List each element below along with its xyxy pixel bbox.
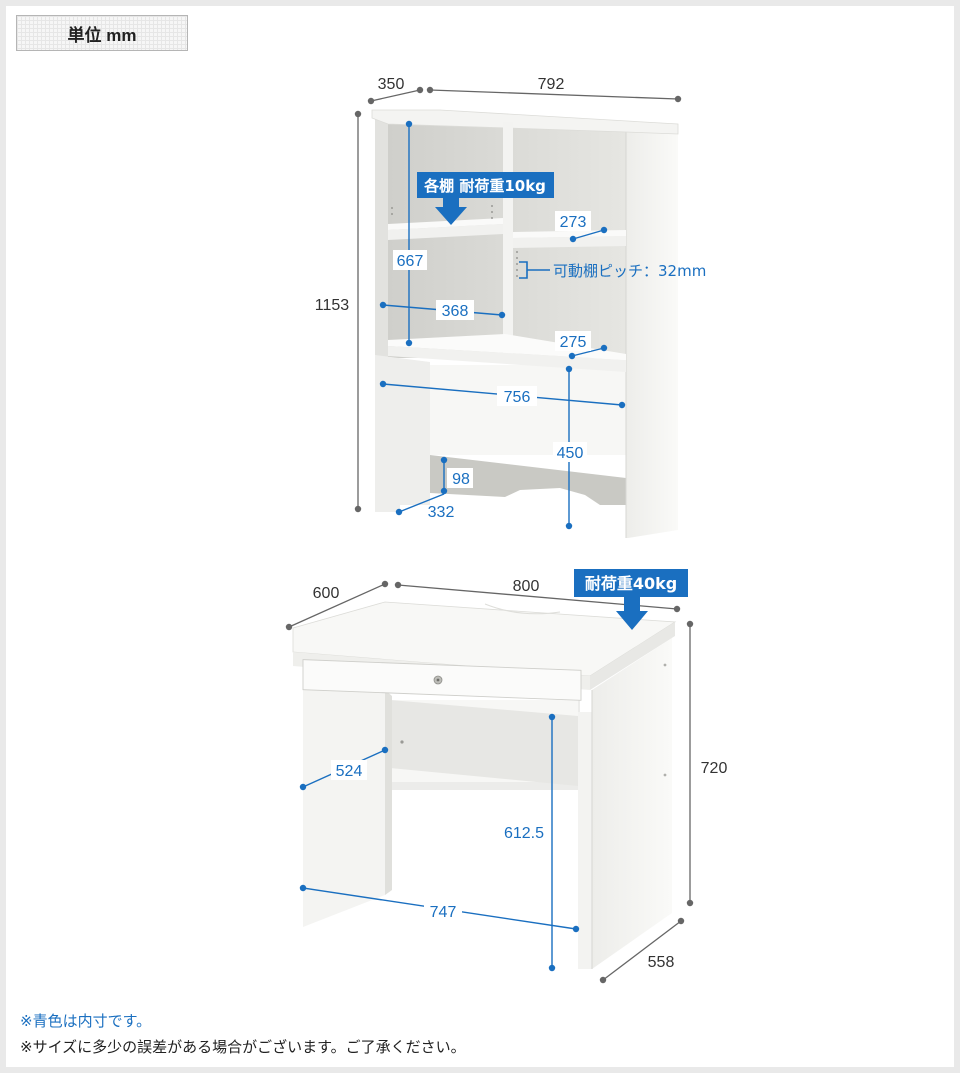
disclaimer-note: ※サイズに多少の誤差がある場合がございます。ご了承ください。: [20, 1038, 466, 1056]
desk-height-label: 720: [701, 760, 728, 777]
desk-label-backgrounds: [331, 760, 550, 921]
hutch-illustration: [371, 109, 679, 538]
desk-depth-label: 600: [313, 585, 340, 602]
hutch-rear-panel-label: 98: [452, 471, 470, 488]
desk-leg-depth-label: 558: [648, 954, 675, 971]
desk-width-label: 800: [513, 578, 540, 595]
hutch-inner-height-label: 667: [397, 253, 424, 270]
hutch-leg-height-label: 450: [557, 445, 584, 462]
hutch-inner-bottom-width-label: 756: [504, 389, 531, 406]
desk-knee-height-label: 612.5: [504, 825, 544, 842]
hutch-depth-label: 350: [378, 76, 405, 93]
desk-illustration: [292, 601, 677, 969]
desk-inner-depth-label: 524: [336, 763, 363, 780]
hutch-height-label: 1153: [315, 297, 350, 314]
shelf-pitch-label: 可動棚ピッチ：32mm: [553, 262, 706, 280]
inner-dims-note: ※青色は内寸です。: [20, 1012, 152, 1030]
shelf-load-badge: 各棚 耐荷重10kg: [417, 172, 554, 225]
unit-label: 単位 mm: [67, 25, 137, 45]
hutch-leg-depth-label: 332: [428, 504, 455, 521]
hutch-width-label: 792: [538, 76, 565, 93]
hutch-label-backgrounds: [393, 211, 591, 488]
hutch-left-width-label: 368: [442, 303, 469, 320]
desk-load-label: 耐荷重40kg: [585, 574, 677, 593]
desk-inner-width-label: 747: [430, 904, 457, 921]
desk-load-badge: 耐荷重40kg: [574, 569, 688, 630]
unit-label-box: 単位 mm: [16, 15, 188, 51]
hutch-upper-depth-label: 273: [560, 214, 587, 231]
shelf-load-label: 各棚 耐荷重10kg: [423, 177, 546, 195]
hutch-lower-depth-label: 275: [560, 334, 587, 351]
hutch-outer-dimensions: [354, 86, 682, 513]
